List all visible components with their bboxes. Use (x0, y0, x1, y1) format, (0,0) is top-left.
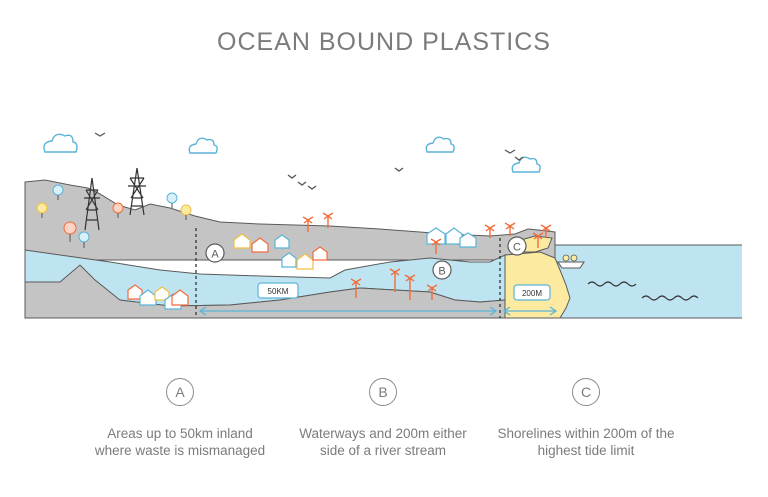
palm-tree-icon (322, 212, 334, 228)
bird-icon (514, 156, 524, 161)
legend-badge-c: C (572, 378, 600, 406)
tree-icon (36, 202, 48, 218)
palm-tree-icon (350, 278, 362, 298)
power-pylon-icons (84, 167, 146, 231)
palm-tree-icon (389, 268, 401, 292)
palm-tree-icon (302, 216, 314, 232)
distance-arrows (198, 306, 558, 316)
bird-icons (94, 132, 524, 190)
tree-icon (180, 204, 192, 220)
house-icon (274, 234, 290, 249)
palm-tree-icon (540, 224, 552, 238)
palm-tree-icon (404, 274, 416, 300)
bird-icon (307, 185, 317, 190)
legend-caption-b: Waterways and 200m either side of a rive… (299, 426, 467, 458)
cloud-icon (188, 137, 218, 154)
legend-caption-c: Shorelines within 200m of the highest ti… (497, 426, 675, 458)
palm-tree-icon (484, 224, 496, 238)
palm-tree-icons (302, 212, 552, 300)
svg-text:50KM: 50KM (268, 287, 289, 296)
house-icon (171, 289, 189, 306)
legend-badge-a: A (166, 378, 194, 406)
house-icon (251, 237, 269, 253)
tree-icon (112, 202, 124, 218)
tree-icons (36, 184, 192, 248)
house-icon (154, 286, 170, 301)
marker-a: A (205, 243, 225, 263)
house-icon (296, 253, 314, 270)
pylon-icon (84, 177, 100, 231)
label-50km: 50KM (257, 282, 299, 299)
marker-b: B (432, 260, 452, 280)
tree-icon (63, 221, 77, 242)
marker-c: C (507, 236, 527, 256)
house-icon (459, 232, 477, 248)
bird-icon (297, 181, 307, 186)
pylon-icon (128, 167, 146, 216)
bird-icon (94, 132, 106, 137)
bird-icon (504, 149, 516, 154)
palm-tree-icon (532, 232, 544, 248)
cloud-icon (425, 136, 455, 153)
house-icon (312, 246, 328, 261)
house-icons (127, 227, 477, 310)
wave-icon (641, 295, 699, 301)
svg-text:B: B (438, 266, 445, 278)
bird-icon (394, 167, 404, 172)
sea (540, 245, 742, 318)
palm-tree-icon (426, 284, 438, 300)
tree-icon (52, 184, 64, 200)
house-icon (233, 233, 251, 249)
tree-icon (166, 192, 178, 208)
legend-badge-b: B (369, 378, 397, 406)
palm-tree-icon (504, 222, 516, 236)
bird-icon (287, 174, 297, 179)
svg-text:200M: 200M (522, 289, 542, 298)
label-200m: 200M (513, 284, 551, 301)
cloud-icons (43, 133, 541, 173)
legend-caption-a: Areas up to 50km inland where waste is m… (94, 426, 266, 458)
wave-icons (587, 281, 699, 301)
land-mass (24, 179, 556, 261)
svg-text:C: C (513, 242, 521, 254)
wave-icon (587, 281, 637, 287)
cloud-icon (43, 133, 78, 153)
tree-icon (78, 231, 90, 248)
palm-tree-icon (430, 238, 442, 254)
house-icon (281, 252, 297, 268)
svg-text:A: A (211, 249, 219, 261)
cloud-icon (511, 156, 541, 173)
boat-icon (556, 254, 586, 269)
page-title: OCEAN BOUND PLASTICS (217, 28, 551, 56)
